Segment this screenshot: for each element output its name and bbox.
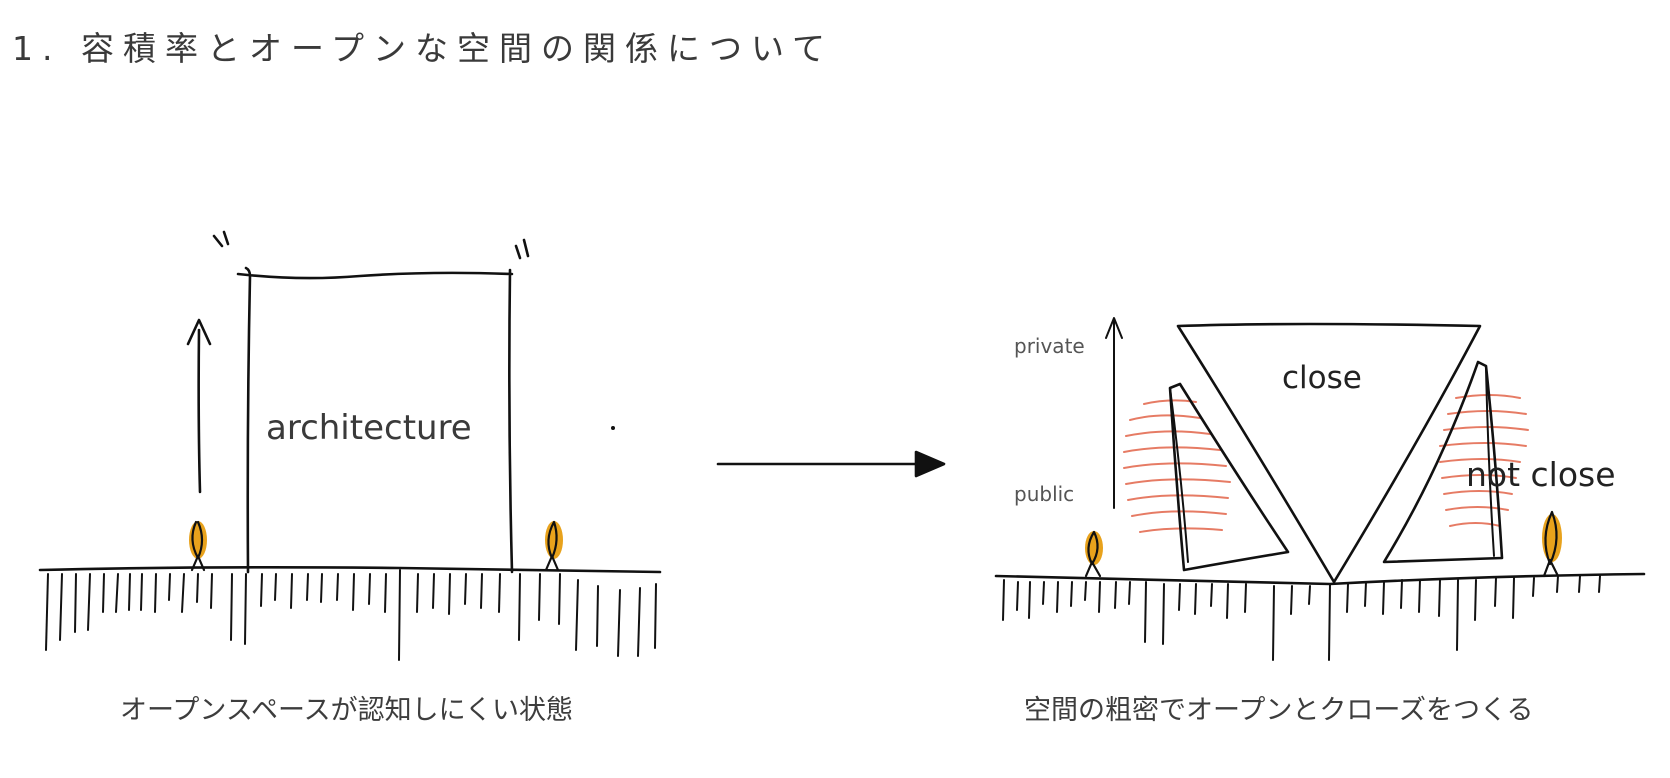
close-label: close xyxy=(1282,360,1362,396)
person-figure-right-2 xyxy=(1542,510,1562,578)
architecture-label: architecture xyxy=(266,408,472,448)
ground-hatching-left xyxy=(45,569,657,661)
stray-dot xyxy=(611,426,615,430)
ground-line-left xyxy=(38,566,662,574)
page-title: 1. 容積率とオープンな空間の関係について xyxy=(12,29,835,68)
private-label: private xyxy=(1014,334,1085,358)
up-arrow-left xyxy=(186,318,212,494)
hatch-left xyxy=(1123,399,1231,533)
left-wedge xyxy=(1168,382,1290,572)
private-public-arrow xyxy=(1105,317,1123,509)
not-close-label: not close xyxy=(1466,455,1616,494)
corner-ticks xyxy=(212,230,530,260)
hatch-right xyxy=(1439,394,1529,527)
ground-hatching-right xyxy=(1002,575,1601,661)
left-caption: オープンスペースが認知しにくい状態 xyxy=(120,695,574,726)
public-label: public xyxy=(1014,482,1075,506)
building-outline xyxy=(236,266,514,574)
ground-line-right xyxy=(994,572,1646,586)
person-figure-left-2 xyxy=(544,520,563,572)
right-caption: 空間の粗密でオープンとクローズをつくる xyxy=(1024,695,1534,726)
right-sketch xyxy=(994,317,1646,661)
left-sketch xyxy=(38,230,662,661)
transition-arrow xyxy=(716,450,946,478)
close-volume xyxy=(1176,322,1482,584)
right-wedge xyxy=(1382,360,1504,564)
person-figure-right-1 xyxy=(1084,530,1103,578)
person-figure-left-1 xyxy=(189,520,207,572)
